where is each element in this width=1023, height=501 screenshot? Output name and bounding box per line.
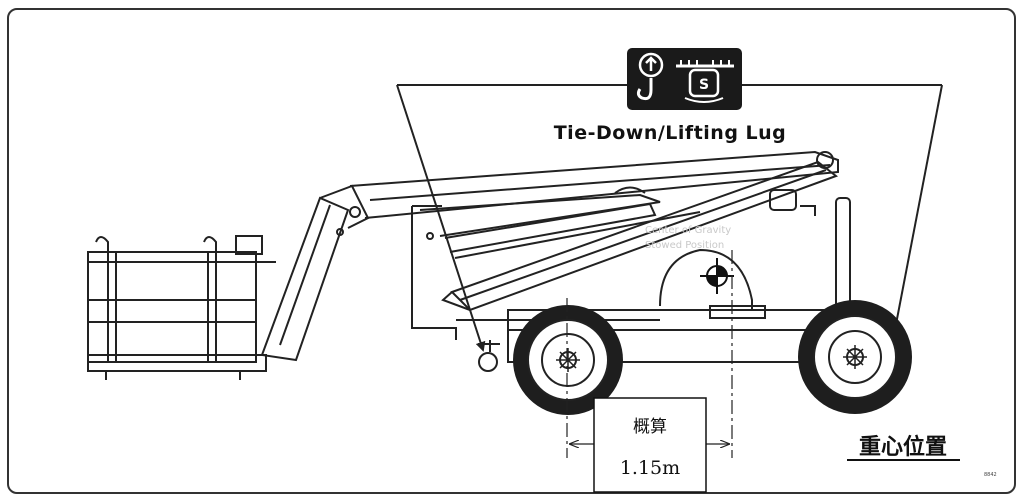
tie-down-icon: S bbox=[676, 60, 734, 103]
platform-basket bbox=[87, 235, 276, 380]
faded-cg-text-1: Center of Gravity bbox=[645, 225, 731, 236]
main-boom bbox=[349, 150, 839, 312]
svg-text:S: S bbox=[699, 77, 709, 93]
faded-cg-text-2: Stowed Position bbox=[645, 240, 724, 251]
front-wheel bbox=[513, 305, 623, 415]
jib-arm bbox=[260, 184, 370, 362]
rear-wheel bbox=[798, 300, 912, 414]
label-code: 8842 bbox=[984, 472, 997, 478]
center-of-gravity-icon bbox=[700, 258, 734, 294]
label-frame bbox=[7, 8, 1016, 494]
cg-position-label: 重心位置 bbox=[859, 434, 947, 460]
lug-title: Tie-Down/Lifting Lug bbox=[554, 122, 787, 144]
lifting-hook-icon bbox=[627, 48, 742, 110]
dimension-box: 概算 1.15m bbox=[593, 397, 707, 493]
boom-linkage bbox=[419, 186, 851, 339]
distance-value: 1.15m bbox=[620, 457, 680, 479]
approx-label: 概算 bbox=[633, 417, 667, 437]
